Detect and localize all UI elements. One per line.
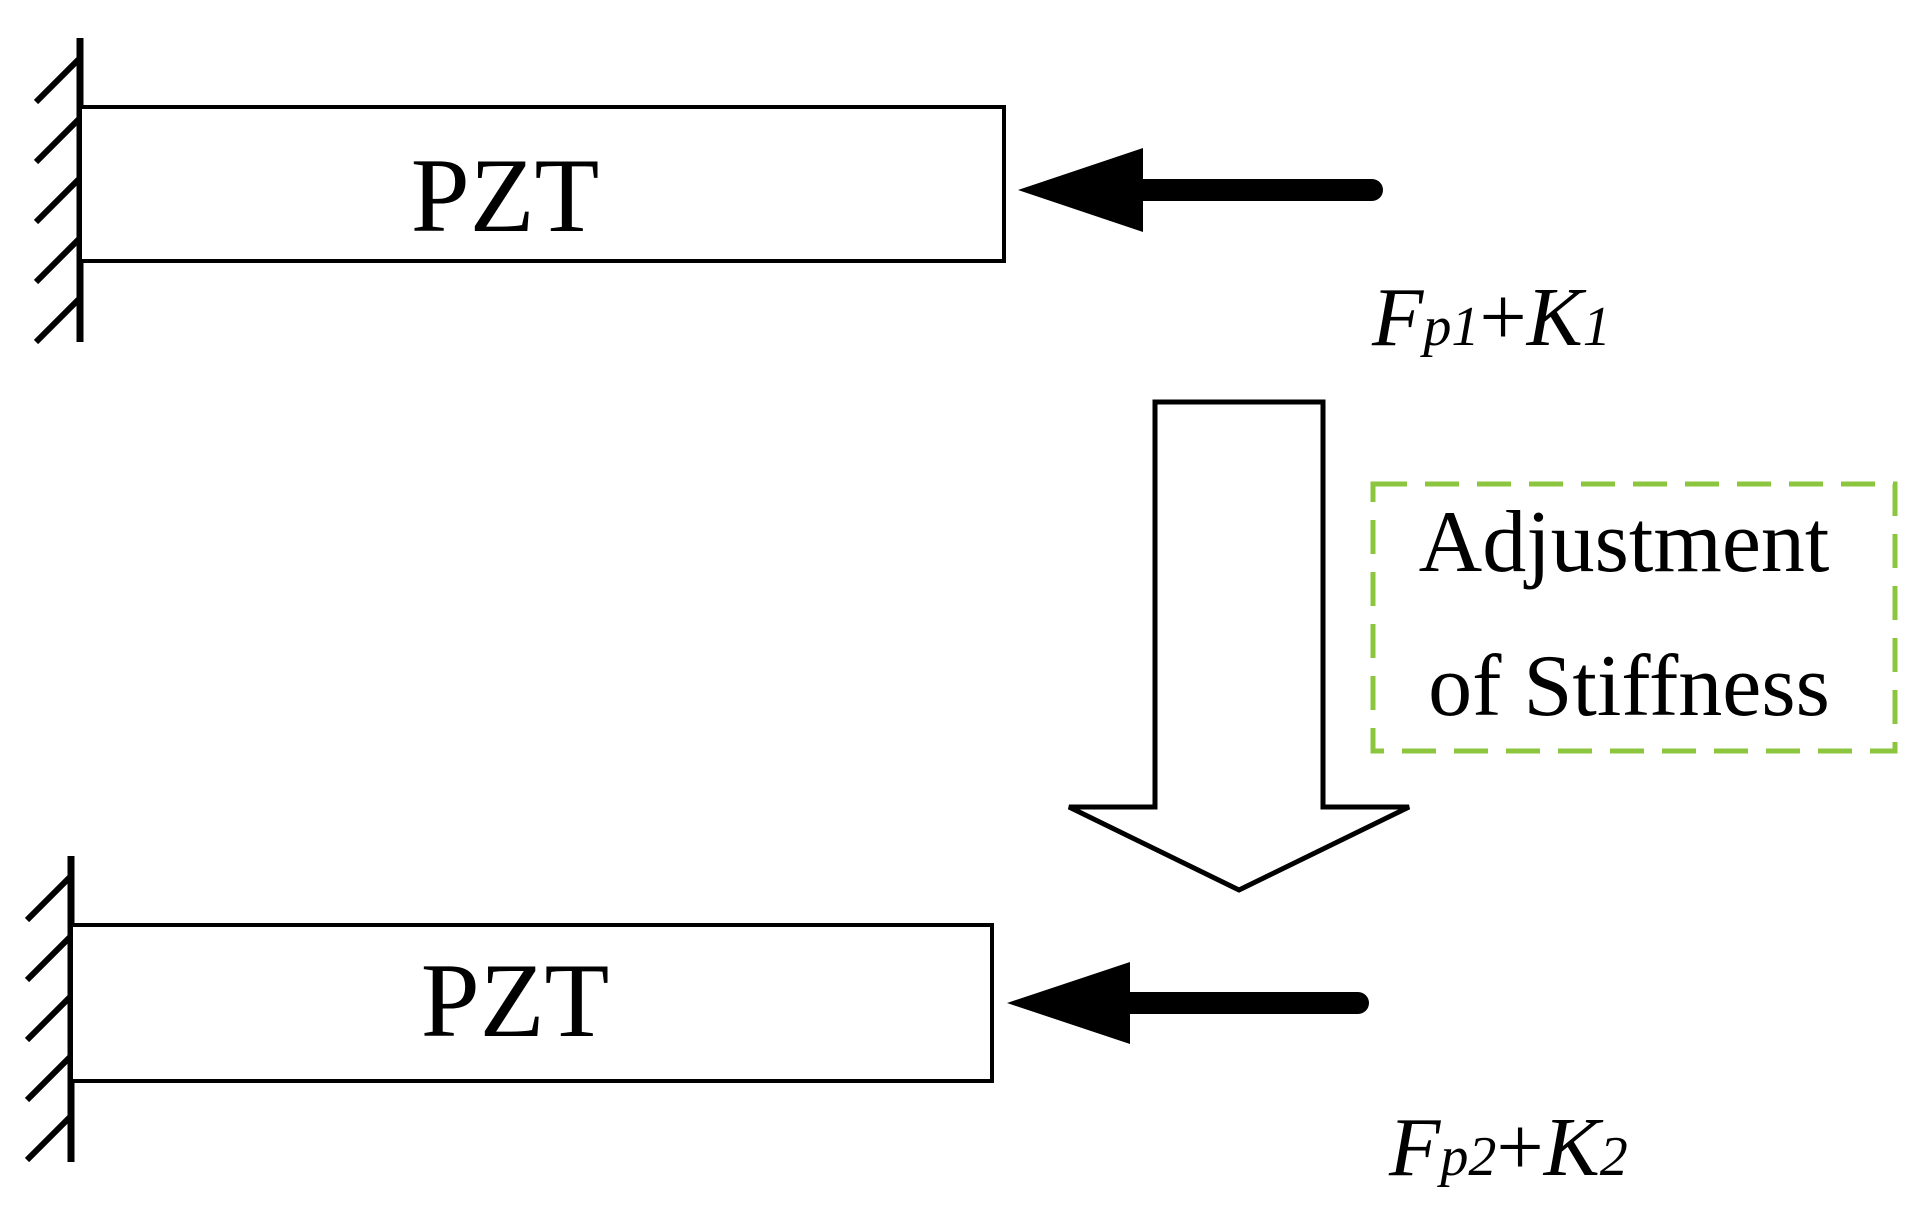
bottom-force-plus: +	[1496, 1101, 1543, 1194]
top-beam-group: PZT Fp1+K1	[33, 38, 1611, 364]
top-force-label: Fp1+K1	[1371, 271, 1611, 364]
top-force-arrow	[1018, 148, 1383, 232]
bottom-force-arrow	[1007, 962, 1369, 1044]
top-pzt-label: PZT	[411, 137, 599, 254]
adjustment-box	[1370, 481, 1898, 754]
bottom-force-K: K	[1543, 1101, 1604, 1194]
adjustment-line2: of Stiffness	[1428, 638, 1830, 735]
adjustment-line1: Adjustment	[1419, 494, 1830, 591]
transition-down-arrow	[1067, 399, 1411, 893]
bottom-fixed-support	[24, 856, 75, 1163]
bottom-pzt-label: PZT	[421, 942, 609, 1059]
bottom-beam-group: PZT Fp2+K2	[24, 856, 1628, 1194]
bottom-force-F-sub: p2	[1436, 1126, 1496, 1188]
top-force-K: K	[1526, 271, 1587, 364]
transition-group: Adjustment of Stiffness	[1067, 399, 1898, 893]
top-force-K-sub: 1	[1583, 296, 1611, 358]
bottom-force-K-sub: 2	[1600, 1126, 1628, 1188]
top-pzt-block	[78, 105, 1006, 263]
top-force-F: F	[1371, 271, 1425, 364]
top-force-plus: +	[1479, 271, 1526, 364]
bottom-force-F: F	[1388, 1101, 1442, 1194]
bottom-force-label: Fp2+K2	[1388, 1101, 1628, 1194]
bottom-pzt-block	[69, 923, 994, 1083]
top-fixed-support	[33, 38, 84, 345]
top-force-F-sub: p1	[1419, 296, 1479, 358]
